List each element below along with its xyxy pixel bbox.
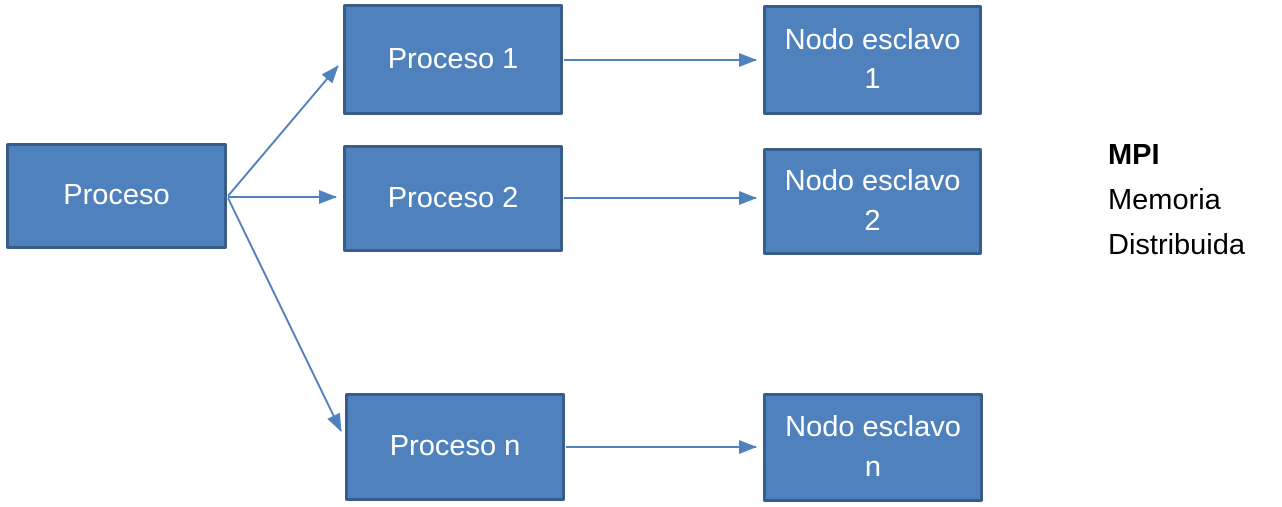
process-2-label: Proceso 2 [387,181,519,214]
root-process-box: Proceso [6,143,227,249]
process-2-box: Proceso 2 [343,145,563,252]
annotation-line-1: Memoria [1108,184,1221,216]
slave-node-n-box: Nodo esclavo n [763,393,983,502]
annotation-mpi-memoria-distribuida: MPI Memoria Distribuida [1108,133,1245,268]
slave-node-2-label: Nodo esclavo 2 [784,165,961,237]
arrow-proceso-to-proceson [227,197,342,432]
process-1-label: Proceso 1 [387,42,519,75]
process-1-box: Proceso 1 [343,4,563,115]
slave-node-1-label: Nodo esclavo 1 [784,23,961,95]
process-n-label: Proceso n [389,430,521,463]
process-n-box: Proceso n [345,393,565,501]
arrow-proceso-to-proceso1 [227,65,339,197]
slave-node-n-label: Nodo esclavo n [785,411,961,483]
root-process-label: Proceso [63,179,170,212]
slave-node-1-box: Nodo esclavo 1 [763,5,982,115]
slave-node-2-box: Nodo esclavo 2 [763,148,982,255]
annotation-line-2: Distribuida [1108,229,1245,261]
annotation-title: MPI [1108,139,1160,171]
